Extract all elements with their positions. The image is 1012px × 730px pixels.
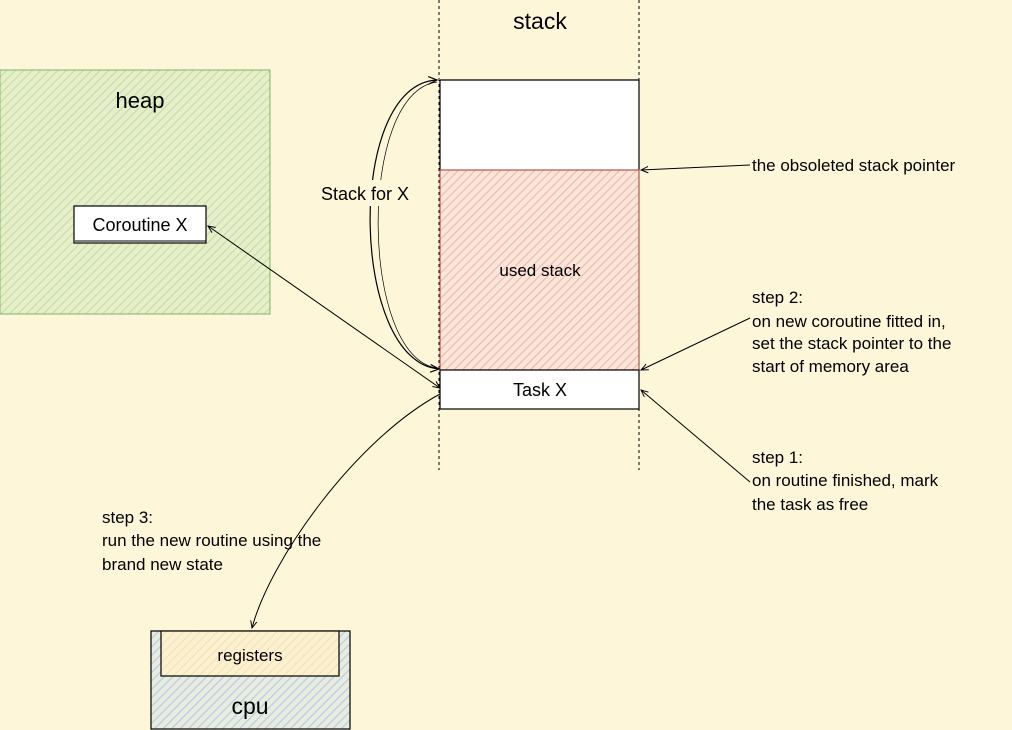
free-stack-area <box>440 80 639 170</box>
registers-label: registers <box>217 646 282 665</box>
task-block[interactable]: Task X <box>439 369 640 410</box>
step1-line-1: step 1: <box>752 448 803 467</box>
stack-for-x-bracket <box>369 80 439 369</box>
used-stack-label: used stack <box>499 261 581 280</box>
step1-line-2: on routine finished, mark <box>752 471 939 490</box>
registers-box <box>160 630 340 677</box>
coroutine-task-link-arrow <box>208 226 440 388</box>
step3-line-2: run the new routine using the <box>102 531 321 550</box>
stack-title: stack <box>513 8 567 34</box>
step2-line-1: step 2: <box>752 288 803 307</box>
used-stack-block: used stack <box>439 169 640 371</box>
task-label: Task X <box>513 380 567 400</box>
step2-arrow <box>641 317 751 370</box>
step3-note: step 3: run the new routine using the br… <box>102 508 326 574</box>
obsoleted-pointer-arrow <box>641 164 751 170</box>
stack-for-x-label-bg <box>312 180 416 206</box>
cpu-title: cpu <box>231 693 268 719</box>
obsoleted-pointer-note: the obsoleted stack pointer <box>752 156 956 175</box>
step3-line-3: brand new state <box>102 555 223 574</box>
coroutine-box[interactable]: Coroutine X <box>73 205 207 244</box>
heap-region: heap <box>0 69 271 315</box>
step1-line-3: the task as free <box>752 495 868 514</box>
step3-line-1: step 3: <box>102 508 153 527</box>
step1-note: step 1: on routine finished, mark the ta… <box>752 448 943 514</box>
task-to-registers-arrow <box>252 393 441 628</box>
step2-line-4: start of memory area <box>752 357 909 376</box>
step2-note: step 2: on new coroutine fitted in, set … <box>752 288 956 376</box>
heap-title: heap <box>116 88 165 113</box>
step2-line-2: on new coroutine fitted in, <box>752 312 946 331</box>
cpu-block: registers cpu <box>150 630 351 730</box>
step2-line-3: set the stack pointer to the <box>752 334 951 353</box>
coroutine-label: Coroutine X <box>92 215 187 235</box>
step1-arrow <box>641 390 751 483</box>
stack-for-x-label: Stack for X <box>321 184 409 204</box>
